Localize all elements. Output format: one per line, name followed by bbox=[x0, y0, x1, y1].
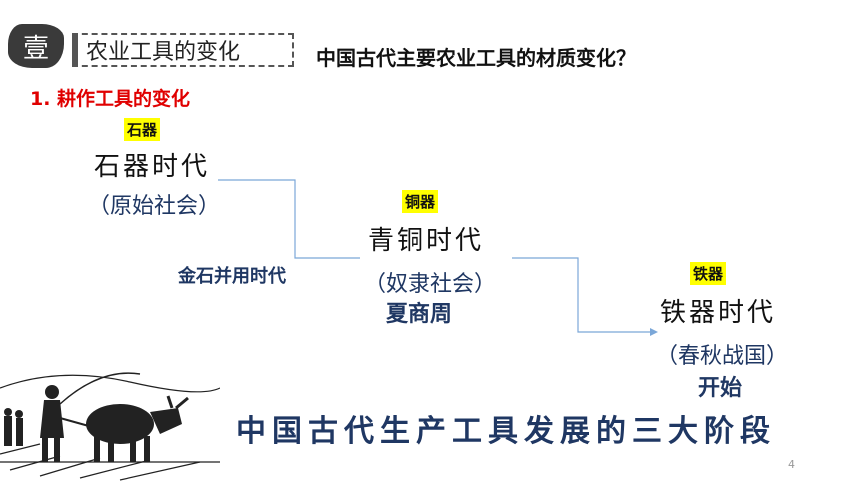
stage-bronze-society: （奴隶社会） bbox=[364, 272, 497, 297]
connector-stone-to-bronze bbox=[218, 179, 360, 259]
stage-iron-era: 铁器时代 bbox=[660, 298, 777, 328]
question-heading: 中国古代主要农业工具的材质变化？ bbox=[316, 46, 636, 70]
section-badge: 壹 bbox=[8, 24, 64, 68]
stage-stone-tag: 石器 bbox=[124, 118, 161, 141]
farmer-ox-illustration bbox=[0, 372, 220, 481]
stage-iron-note: 开始 bbox=[698, 376, 743, 401]
section-title: 农业工具的变化 bbox=[72, 33, 294, 67]
stage-bronze-note: 夏商周 bbox=[386, 302, 453, 327]
stage-stone-society: （原始社会） bbox=[88, 194, 221, 219]
transition-label: 金石并用时代 bbox=[178, 266, 286, 287]
section-title-text: 农业工具的变化 bbox=[86, 40, 241, 65]
summary-caption: 中国古代生产工具发展的三大阶段 bbox=[236, 414, 776, 449]
page-number: 4 bbox=[788, 458, 795, 471]
stage-iron-society: （春秋战国） bbox=[656, 344, 789, 369]
connector-arrowhead bbox=[650, 328, 658, 336]
stage-bronze-tag: 铜器 bbox=[402, 190, 439, 213]
subheading: 1. 耕作工具的变化 bbox=[30, 88, 191, 110]
connector-bronze-to-iron bbox=[512, 257, 650, 333]
stage-iron-tag: 铁器 bbox=[690, 262, 727, 285]
stage-bronze-era: 青铜时代 bbox=[368, 226, 485, 256]
stage-stone-era: 石器时代 bbox=[94, 152, 211, 182]
